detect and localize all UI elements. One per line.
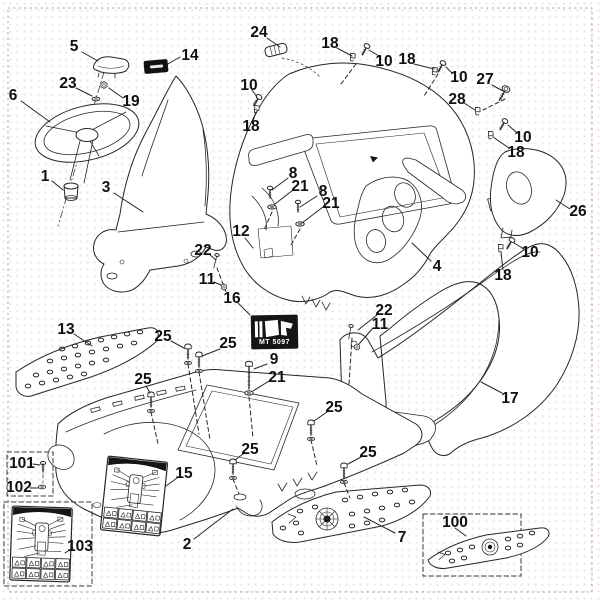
screw-8-a xyxy=(266,185,274,199)
callout-19: 19 xyxy=(122,93,140,110)
callout-15: 15 xyxy=(175,465,193,482)
callout-6: 6 xyxy=(8,87,18,104)
callout-25-d: 25 xyxy=(325,399,343,416)
callout-27: 27 xyxy=(476,71,494,88)
plug-24 xyxy=(264,42,288,58)
callout-23: 23 xyxy=(59,75,77,92)
callout-3: 3 xyxy=(101,179,111,196)
washer-21-a xyxy=(267,204,277,210)
callout-22-a: 22 xyxy=(194,242,212,259)
screw-25-a xyxy=(183,343,193,366)
washer-102 xyxy=(37,484,47,490)
callout-101: 101 xyxy=(9,455,35,472)
fasteners xyxy=(146,41,517,485)
washer-21-c xyxy=(244,390,254,396)
screw-101 xyxy=(39,460,47,473)
screw-25-b xyxy=(194,351,204,374)
steering-wheel xyxy=(34,71,140,227)
warning-sticker-103 xyxy=(9,505,73,583)
callout-21-b: 21 xyxy=(322,195,340,212)
callout-24: 24 xyxy=(250,24,268,41)
callout-4: 4 xyxy=(432,258,442,275)
nut-11-b xyxy=(353,343,361,351)
callout-18-a: 18 xyxy=(321,35,339,52)
callout-5: 5 xyxy=(69,38,79,55)
clip-18-c xyxy=(486,130,495,141)
body-shell xyxy=(206,62,499,443)
screw-8-b xyxy=(294,199,302,213)
screw-10-c xyxy=(496,116,510,132)
right-footboard xyxy=(271,484,431,543)
left-footboard xyxy=(15,327,159,397)
callout-16: 16 xyxy=(223,290,241,307)
callout-26: 26 xyxy=(569,203,587,220)
callout-11-b: 11 xyxy=(371,316,389,333)
callout-103: 103 xyxy=(67,538,93,555)
hardware-kit-box-101 xyxy=(6,451,54,497)
clip-18-e xyxy=(496,243,505,254)
callout-2: 2 xyxy=(182,536,192,553)
brand-badge xyxy=(143,58,169,75)
washer-23 xyxy=(91,96,101,102)
callout-25-a: 25 xyxy=(154,328,172,345)
callout-18-b: 18 xyxy=(398,51,416,68)
callout-13: 13 xyxy=(57,321,75,338)
brand-badge-logo xyxy=(149,64,163,69)
page-dotted-border xyxy=(7,7,593,593)
screw-22-a xyxy=(213,253,220,269)
callout-18-c: 18 xyxy=(507,144,525,161)
callout-8-a: 8 xyxy=(288,165,298,182)
callout-21-a: 21 xyxy=(291,178,309,195)
model-plate xyxy=(250,314,299,350)
model-plate-text: MT 5097 xyxy=(258,339,291,346)
side-cover xyxy=(489,148,567,239)
clip-28 xyxy=(473,106,482,117)
footboard-boss xyxy=(315,507,339,531)
callout-28: 28 xyxy=(448,91,466,108)
callout-10-a: 10 xyxy=(375,53,393,70)
dash-console-panel xyxy=(93,75,227,293)
callout-9: 9 xyxy=(269,351,279,368)
callout-102: 102 xyxy=(6,479,32,496)
screw-27 xyxy=(498,85,511,101)
callout-14: 14 xyxy=(181,47,199,64)
callout-10-b: 10 xyxy=(450,69,468,86)
callout-7: 7 xyxy=(397,529,407,546)
screw-10-a xyxy=(359,41,372,57)
callout-10-e: 10 xyxy=(521,244,539,261)
callout-18-e: 18 xyxy=(494,267,512,284)
bolt-9 xyxy=(245,360,253,390)
callout-1: 1 xyxy=(40,168,50,185)
callout-25-b: 25 xyxy=(219,335,237,352)
callout-25-f: 25 xyxy=(359,444,377,461)
callout-17: 17 xyxy=(501,390,519,407)
callout-21-c: 21 xyxy=(268,369,286,386)
screw-22-b xyxy=(348,324,354,340)
callout-18-d: 18 xyxy=(242,118,260,135)
steering-column-bushing xyxy=(63,182,79,201)
callout-12: 12 xyxy=(232,223,250,240)
leader-lines xyxy=(20,37,571,554)
warning-sticker-15 xyxy=(99,455,169,537)
callout-10-d: 10 xyxy=(240,77,258,94)
steering-wheel-cap xyxy=(92,56,130,79)
callout-25-e: 25 xyxy=(241,441,259,458)
callout-10-c: 10 xyxy=(514,129,532,146)
nut-19 xyxy=(100,81,108,89)
callout-8-b: 8 xyxy=(318,183,328,200)
callout-11-a: 11 xyxy=(198,271,216,288)
callout-22-b: 22 xyxy=(375,302,393,319)
clip-18-a xyxy=(347,51,357,63)
callout-25-c: 25 xyxy=(134,371,152,388)
callout-100: 100 xyxy=(442,514,468,531)
service-kit-100 xyxy=(422,513,550,577)
hardware-kit-box-103 xyxy=(3,501,93,587)
